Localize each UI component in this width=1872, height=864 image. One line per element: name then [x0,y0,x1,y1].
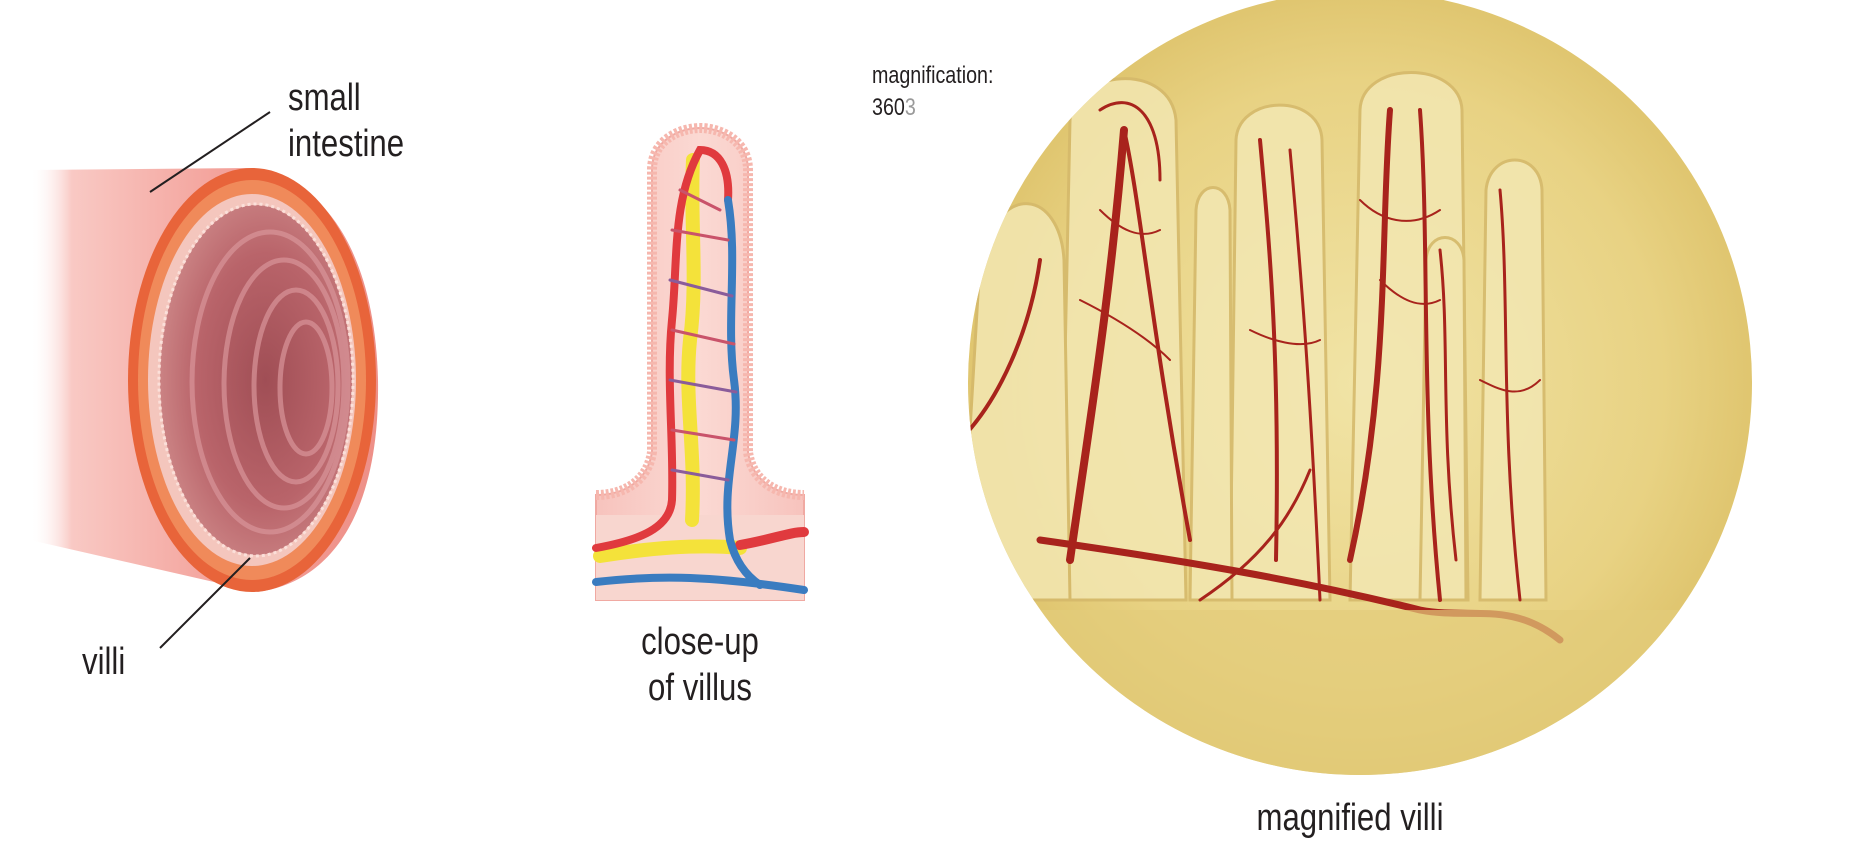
villus-illustration [596,128,804,600]
magnification-value-suffix: 3 [905,94,916,121]
micrograph-base [960,610,1780,790]
small-intestine-illustration [30,168,378,592]
close-up-label-line2: of villus [585,666,815,712]
villi-label: villi [82,640,125,686]
magnification-value: 3603 [872,92,993,124]
magnification-label: magnification: 3603 [872,60,993,125]
small-intestine-label: small intestine [288,76,404,167]
close-up-label-line1: close-up [585,620,815,666]
small-intestine-label-line1: small [288,76,404,122]
micrograph [960,0,1780,790]
magnification-value-number: 360 [872,94,905,121]
magnified-villi-label: magnified villi [1178,796,1522,842]
close-up-label: close-up of villus [585,620,815,711]
magnification-label-text: magnification: [872,60,993,92]
small-intestine-label-line2: intestine [288,122,404,168]
